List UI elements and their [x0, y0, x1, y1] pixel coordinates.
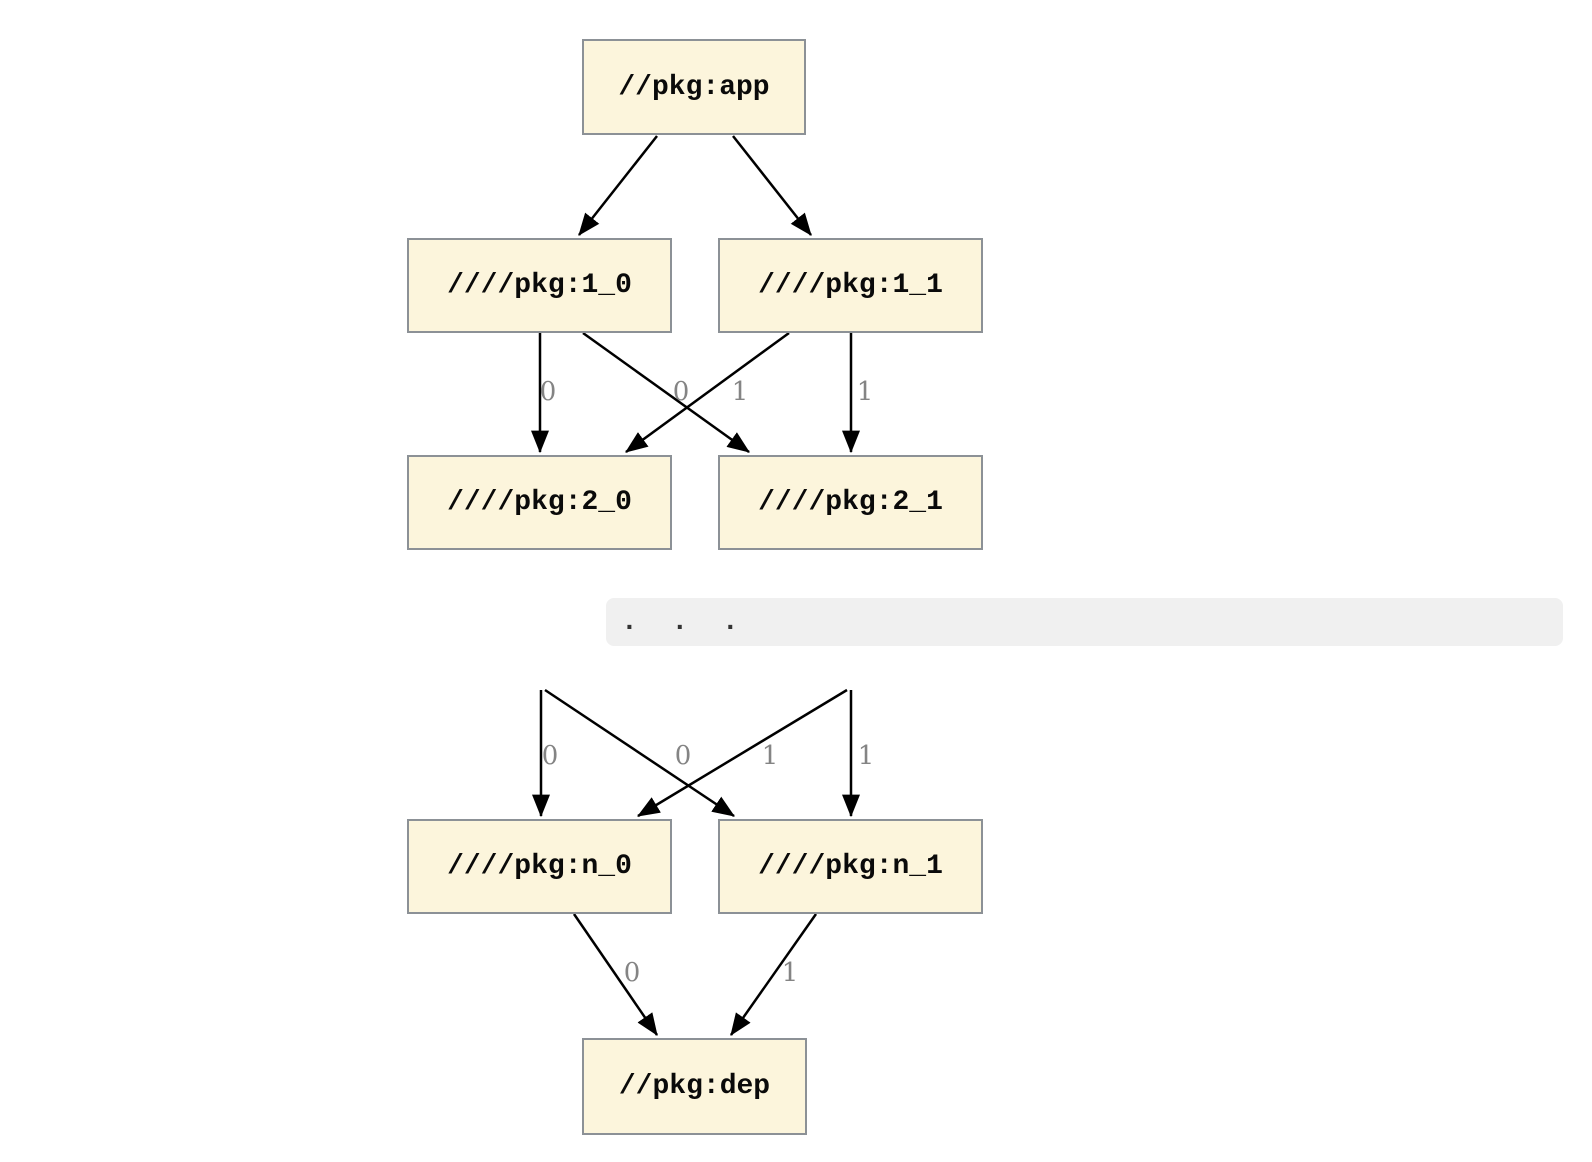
edge-label-ellipsis-n_1-right: 1 — [858, 741, 875, 771]
node-pkg-n_0: ////pkg:n_0 — [407, 819, 672, 914]
node-pkg-1_0: ////pkg:1_0 — [407, 238, 672, 333]
edge-label-ellipsis-n_0-cross: 0 — [675, 741, 692, 771]
edge-ellipsis-to-n_1-cross — [544, 688, 735, 818]
edge-n_1-to-dep — [729, 913, 818, 1036]
node-pkg-2_0: ////pkg:2_0 — [407, 455, 672, 550]
node-pkg-dep: //pkg:dep — [582, 1038, 807, 1135]
edge-ellipsis-to-n_0-cross — [637, 688, 848, 818]
edge-label-1_0-2_1: 1 — [732, 377, 749, 407]
edge-label-1_1-2_1: 1 — [857, 377, 874, 407]
edge-label-n_1-dep: 1 — [782, 958, 799, 988]
ellipsis-band: . . . — [606, 598, 1563, 646]
node-pkg-1_1: ////pkg:1_1 — [718, 238, 983, 333]
edge-app-to-1_0 — [578, 135, 658, 236]
edge-n_0-to-dep — [572, 913, 659, 1036]
edge-label-1_1-2_0: 0 — [673, 377, 690, 407]
edge-label-ellipsis-n_0-left: 0 — [542, 741, 559, 771]
edge-1_0-to-2_1 — [582, 331, 750, 454]
node-pkg-app: //pkg:app — [582, 39, 806, 135]
edge-app-to-1_1 — [732, 135, 812, 236]
edge-label-ellipsis-n_1-cross: 1 — [762, 741, 779, 771]
edge-1_1-to-2_0 — [625, 331, 790, 454]
edge-label-n_0-dep: 0 — [624, 958, 641, 988]
node-pkg-n_1: ////pkg:n_1 — [718, 819, 983, 914]
node-pkg-2_1: ////pkg:2_1 — [718, 455, 983, 550]
edge-label-1_0-2_0: 0 — [540, 377, 557, 407]
